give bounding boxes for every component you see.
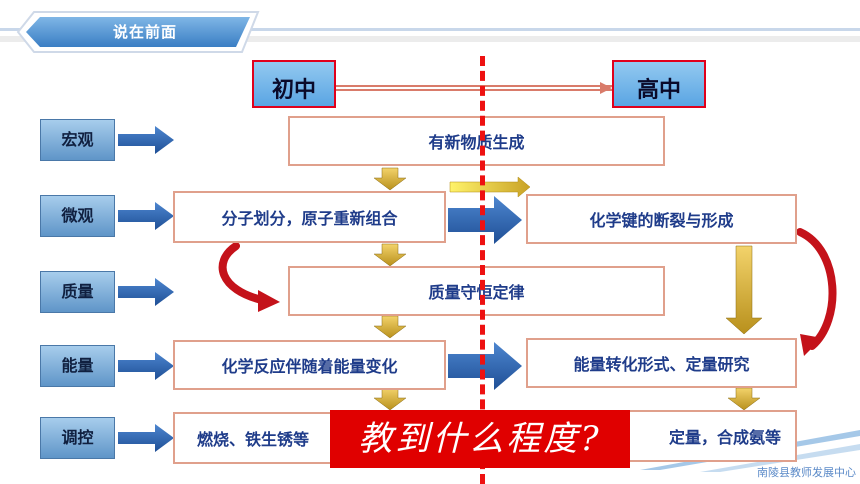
box-molecule-split: 分子划分，原子重新组合 [173,191,446,243]
question-banner: 教到什么程度? [330,410,630,468]
page-title: 说在前面 [112,23,177,41]
stage-senior-label: 高中 [612,60,706,108]
category-arrows [118,126,174,452]
box-energy-form: 能量转化形式、定量研究 [526,338,797,388]
category-micro: 微观 [40,195,115,237]
category-regulation: 调控 [40,417,115,459]
category-energy: 能量 [40,345,115,387]
stage-divider [480,56,485,484]
box-energy-change: 化学反应伴随着能量变化 [173,340,446,390]
footer-org: 南陵县教师发展中心 [757,466,856,479]
header-banner [0,11,860,53]
yellow-arrow [449,176,531,198]
category-macro: 宏观 [40,119,115,161]
box-bond: 化学键的断裂与形成 [526,194,797,244]
box-mass-conservation: 质量守恒定律 [288,266,665,316]
curved-arrows [218,228,837,356]
box-new-substance: 有新物质生成 [288,116,665,166]
category-mass: 质量 [40,271,115,313]
junior-down-arrows [373,167,407,411]
stage-junior-label: 初中 [252,60,336,108]
senior-down-arrows [725,245,763,411]
